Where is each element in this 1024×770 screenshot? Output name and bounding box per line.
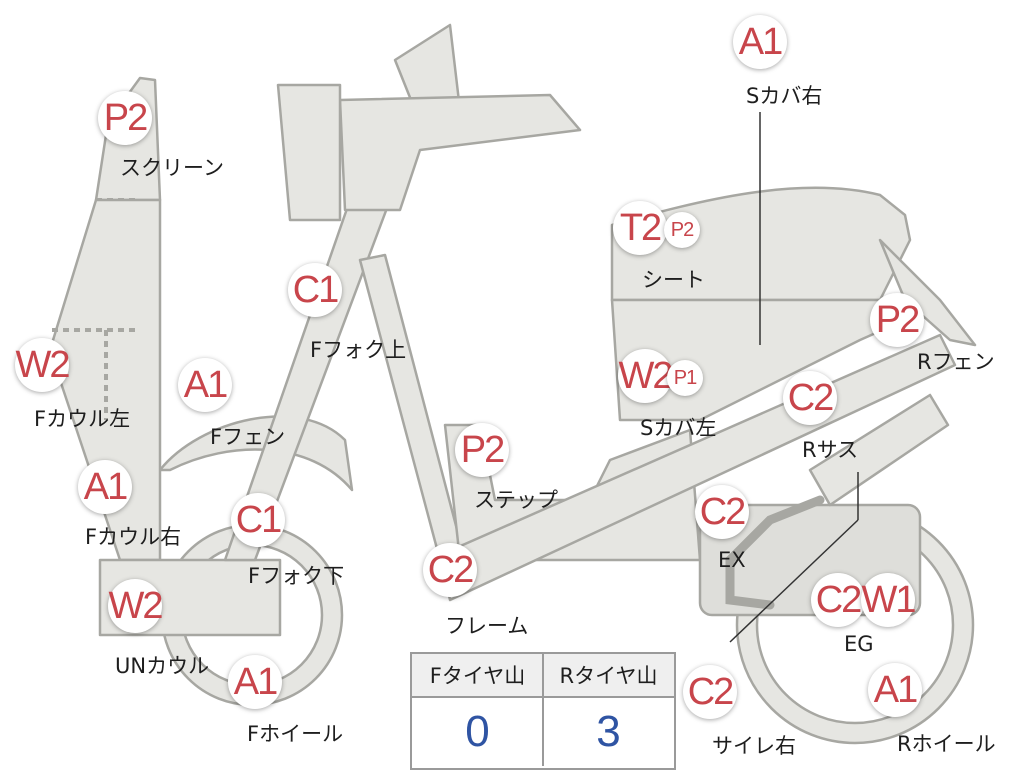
- front-tire-header: Fタイヤ山: [412, 654, 543, 698]
- grade-badge: W1: [861, 573, 917, 627]
- grade-badge: W2: [15, 338, 71, 392]
- part-label: Sカバ左: [640, 416, 717, 440]
- part-label: サイレ右: [712, 734, 796, 758]
- part-label: Rフェン: [917, 350, 995, 374]
- tire-tread-table: Fタイヤ山 Rタイヤ山 0 3: [410, 652, 676, 770]
- table-divider: [542, 654, 544, 766]
- grade-badge: A1: [78, 460, 132, 514]
- part-label: Fフォク下: [248, 564, 345, 588]
- grade-badge: W2: [108, 579, 164, 633]
- grade-badge: C1: [231, 493, 285, 547]
- headlight-outline: [276, 83, 342, 222]
- frame-tube-outline: [358, 253, 467, 562]
- part-label: Fカウル右: [85, 525, 182, 549]
- part-label: Rサス: [802, 438, 859, 462]
- grade-badge: A1: [733, 15, 787, 69]
- muffler-leader: [729, 519, 859, 643]
- grade-badge: C2: [811, 573, 865, 627]
- grade-badge: A1: [178, 358, 232, 412]
- grade-badge: P2: [98, 91, 152, 145]
- part-label: Fホイール: [247, 722, 344, 746]
- grade-badge: P2: [664, 212, 700, 248]
- grade-badge: C2: [683, 665, 737, 719]
- part-label: Sカバ右: [746, 84, 823, 108]
- part-label: Fカウル左: [34, 407, 131, 431]
- part-label: シート: [642, 268, 705, 292]
- grade-badge: P1: [667, 360, 703, 396]
- rear-tire-header: Rタイヤ山: [543, 654, 674, 698]
- part-label: Fフェン: [210, 425, 286, 449]
- grade-badge: A1: [228, 655, 282, 709]
- grade-badge: C2: [783, 371, 837, 425]
- part-label: EG: [844, 632, 874, 656]
- handlebar-outline: [338, 93, 582, 212]
- part-label: Rホイール: [897, 732, 996, 756]
- rear-shock-outline: [808, 393, 950, 507]
- grade-badge: A1: [868, 663, 922, 717]
- front-fender-outline: [158, 415, 354, 492]
- exhaust-pipe-outline: [725, 495, 825, 610]
- grade-badge: C2: [695, 485, 749, 539]
- part-label: ステップ: [474, 488, 558, 512]
- part-label: スクリーン: [120, 156, 224, 180]
- grade-badge: C1: [288, 263, 342, 317]
- rear-fender-outline: [878, 238, 977, 347]
- grade-badge: P2: [870, 293, 924, 347]
- part-label: EX: [718, 548, 746, 572]
- rear-tire-value: 3: [596, 707, 621, 756]
- front-tire-value: 0: [465, 707, 490, 756]
- part-label: フレーム: [445, 614, 529, 638]
- part-label: UNカウル: [115, 654, 210, 678]
- grade-badge: P2: [455, 423, 509, 477]
- grade-badge: C2: [423, 543, 477, 597]
- grade-badge: T2: [613, 201, 667, 255]
- part-label: Fフォク上: [310, 338, 407, 362]
- grade-badge: W2: [618, 349, 674, 403]
